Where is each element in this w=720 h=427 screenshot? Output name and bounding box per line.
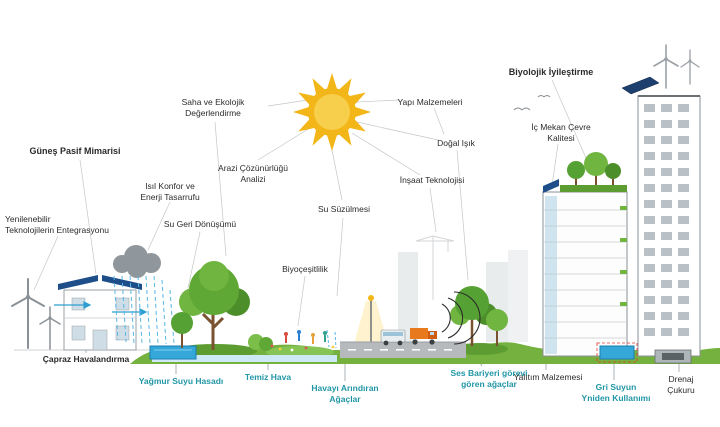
- label-yagmur-suyu-hasadi: Yağmur Suyu Hasadı: [138, 376, 224, 386]
- tower-windows: [644, 104, 689, 336]
- label-drenaj-cukuru: Drenaj Çukuru: [667, 374, 695, 396]
- water-infiltration: [326, 329, 337, 349]
- label-biyocesitlilik: Biyoçeşitlilik: [282, 264, 328, 274]
- truck-icon: [410, 328, 437, 345]
- label-dogal-isik: Doğal Işık: [437, 138, 475, 148]
- label-havayi-arindiran-agaclar: Havayı Arındıran Ağaçlar: [311, 383, 379, 405]
- greywater-tank: [596, 342, 638, 363]
- label-yenilenebilir-teknolojilerin-entegrasyonu: Yenilenebilir Teknolojilerin Entegrasyon…: [5, 214, 109, 236]
- label-ic-mekan-cevre-kalitesi: İç Mekan Çevre Kalitesi: [531, 122, 591, 144]
- label-temiz-hava: Temiz Hava: [244, 372, 292, 382]
- label-gunes-pasif-mimarisi: Güneş Pasif Mimarisi: [29, 146, 121, 156]
- connector-lines: [33, 79, 587, 327]
- label-insaat-teknolojisi: İnşaat Teknolojisi: [399, 175, 465, 185]
- tower-building: [621, 76, 701, 357]
- green-roof: [560, 185, 627, 192]
- street-lamp-icon: [354, 295, 388, 344]
- tower-solar-panels-icon: [621, 76, 660, 95]
- rain-cloud-icon: [113, 245, 161, 278]
- rooftop-solar-panel-icon: [543, 179, 559, 193]
- label-su-suzulmesi: Su Süzülmesi: [318, 204, 370, 214]
- passive-solar-house: [54, 275, 148, 351]
- wind-turbine-left-icon: [11, 278, 61, 350]
- sound-wave-arcs-icon: [441, 291, 481, 345]
- label-ses-bariyeri-gorevi-goren-agaclar: Ses Bariyeri görevi gören ağaçlar: [450, 368, 528, 390]
- label-su-geri-donusumu: Su Geri Dönüşümü: [163, 219, 237, 229]
- label-gri-suyun-yeniden-kullanimi: Gri Suyun Yniden Kullanımı: [581, 382, 651, 404]
- wind-turbines-right-icon: [653, 44, 700, 89]
- sound-barrier-trees: [450, 286, 508, 346]
- flowers: [270, 344, 335, 352]
- rainfall: [113, 275, 175, 345]
- label-biyolojik-iyilestirme: Biyolojik İyileştirme: [508, 67, 594, 77]
- label-capraz-havalandirma: Çapraz Havalandırma: [42, 354, 130, 364]
- construction-crane-icon: [415, 235, 455, 300]
- road: [340, 341, 466, 358]
- drainage-pit: [654, 349, 692, 364]
- trees-center: [171, 261, 273, 351]
- green-roof-building: [542, 152, 628, 357]
- groundwater-layer: [152, 355, 337, 362]
- label-yapi-malzemeleri: Yapı Malzemeleri: [397, 97, 463, 107]
- label-arazi-cozunurlugu-analizi: Arazi Çözünürlüğü Analizi: [218, 163, 288, 185]
- label-saha-ve-ekolojik-degerlendirme: Saha ve Ekolojik Değerlendirme: [181, 97, 245, 119]
- label-yalitim-malzemesi: Yalıtım Malzemesi: [513, 372, 583, 382]
- rainwater-pool: [149, 345, 197, 360]
- bus-icon: [380, 329, 406, 346]
- people-playing: [284, 330, 327, 344]
- sun-icon: [293, 73, 371, 151]
- bird-icon: [513, 95, 551, 111]
- label-isil-konfor-ve-enerji-tasarrufu: Isıl Konfor ve Enerji Tasarrufu: [140, 181, 200, 203]
